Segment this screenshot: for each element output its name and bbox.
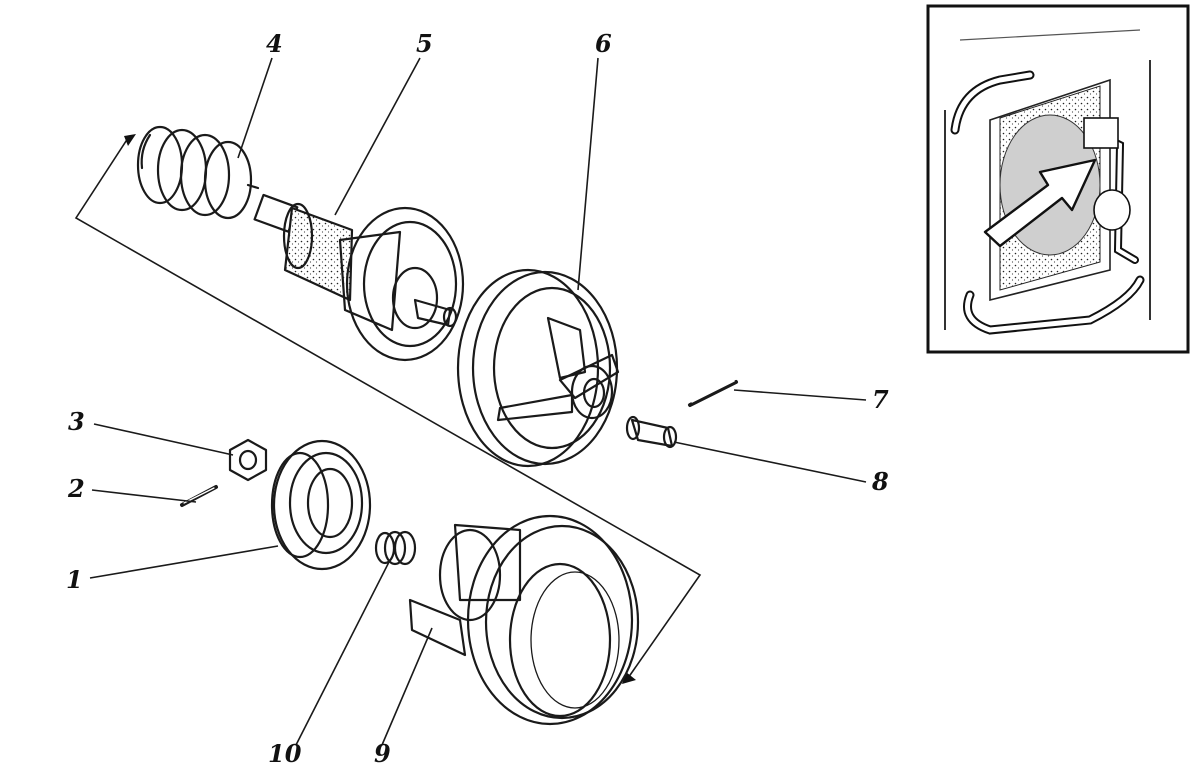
part-10-small-spring — [374, 530, 417, 566]
arrow-up-right-icon — [983, 158, 1097, 248]
part-1-flanged-cup — [270, 439, 372, 571]
assembly-bracket-line — [74, 134, 702, 684]
part-9-housing — [408, 514, 640, 726]
part-3-hex-nut — [228, 438, 268, 482]
part-4-spring — [136, 125, 260, 220]
part-7-pin — [688, 380, 738, 407]
callout-1: 1 — [66, 565, 83, 594]
callout-2: 2 — [67, 474, 85, 503]
callout-3: 3 — [68, 407, 85, 436]
part-5-thermostat-body — [253, 193, 465, 362]
callout-7: 7 — [872, 385, 889, 414]
callout-6: 6 — [595, 29, 612, 58]
part-8-bushing — [625, 415, 678, 449]
part-2-small-pin — [180, 485, 218, 507]
callout-4: 4 — [266, 29, 283, 58]
leader-lines — [89, 57, 867, 746]
part-6-valve-disc — [456, 268, 620, 468]
callout-10: 10 — [268, 739, 302, 768]
callout-5: 5 — [416, 29, 433, 58]
callout-8: 8 — [871, 467, 889, 496]
callout-9: 9 — [374, 739, 391, 768]
inset-radiator-view — [926, 4, 1190, 354]
